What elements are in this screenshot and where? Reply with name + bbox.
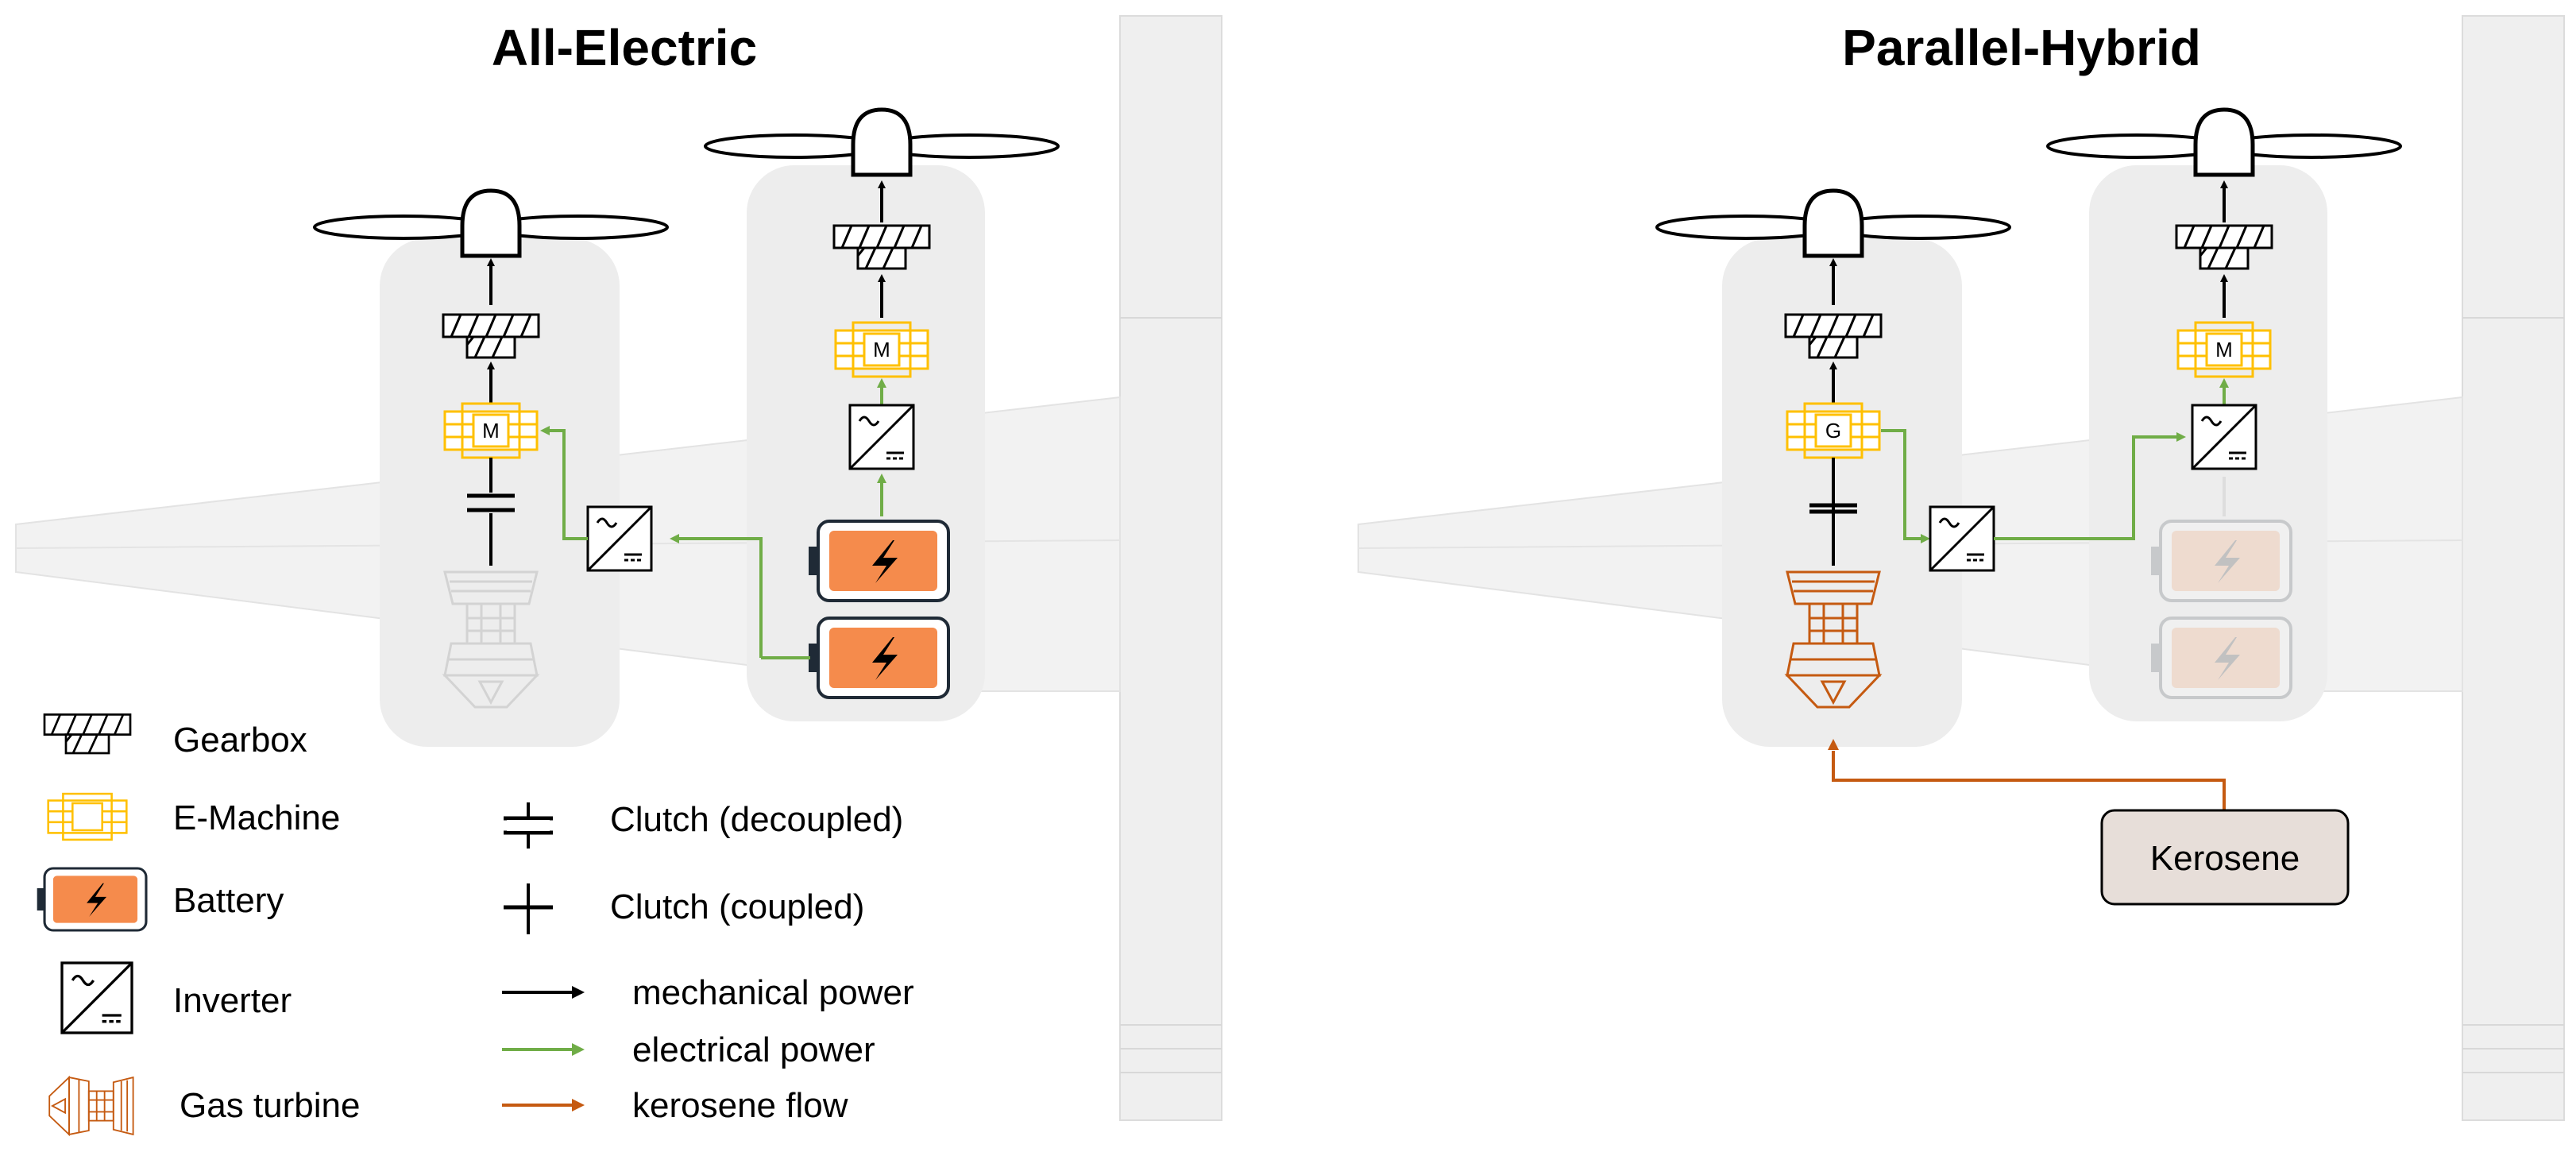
- legend-label-electrical-power: electrical power: [632, 1030, 875, 1069]
- propeller-icon: [315, 191, 667, 256]
- battery-icon: [2149, 617, 2292, 699]
- inverter-icon: [2191, 404, 2257, 470]
- kerosene-tank: [2100, 809, 2350, 906]
- legend-label-gas-turbine: Gas turbine: [180, 1086, 360, 1125]
- kerosene-flow-arrow-icon: [502, 1099, 585, 1111]
- battery-icon: [807, 520, 950, 602]
- legend-label-mechanical-power: mechanical power: [632, 973, 914, 1012]
- battery-icon: [36, 867, 148, 932]
- generator-label: G: [1825, 419, 1841, 443]
- inverter-icon: [1929, 505, 1995, 572]
- nacelle-inner: [380, 238, 620, 747]
- e-machine-icon: [47, 792, 128, 841]
- battery-icon: [807, 617, 950, 699]
- clutch-coupled-icon: [504, 883, 553, 934]
- legend-label-inverter: Inverter: [173, 981, 292, 1020]
- e-machine-label: M: [482, 419, 500, 443]
- panel-title-all-electric: All-Electric: [492, 19, 757, 76]
- nacelle-inner: [1722, 238, 1962, 747]
- clutch-decoupled-icon: [504, 802, 553, 849]
- e-machine-label: M: [873, 338, 890, 361]
- gas-turbine-icon: [48, 1077, 134, 1135]
- inverter-icon: [848, 404, 915, 470]
- parallel-hybrid-diagram: G M Kerosene: [1657, 110, 2400, 906]
- propeller-icon: [705, 110, 1058, 175]
- mechanical-power-arrow-icon: [502, 986, 585, 999]
- electrical-power-arrow-icon: [502, 1043, 585, 1056]
- legend-label-kerosene-flow: kerosene flow: [632, 1086, 848, 1125]
- legend-label-clutch-decoupled: Clutch (decoupled): [610, 800, 903, 839]
- propeller-icon: [2048, 110, 2400, 175]
- legend: Gearbox E-Machine Battery Inverter Gas t…: [36, 713, 914, 1135]
- panel-title-parallel-hybrid: Parallel-Hybrid: [1842, 19, 2201, 76]
- battery-icon: [2149, 520, 2292, 602]
- legend-label-clutch-coupled: Clutch (coupled): [610, 887, 864, 926]
- legend-label-gearbox: Gearbox: [173, 721, 307, 760]
- gearbox-icon: [43, 713, 132, 755]
- legend-label-e-machine: E-Machine: [173, 798, 340, 837]
- e-machine-label: M: [2215, 338, 2233, 361]
- legend-label-battery: Battery: [173, 881, 284, 920]
- inverter-icon: [60, 961, 133, 1034]
- all-electric-diagram: M M: [315, 110, 1058, 747]
- propeller-icon: [1657, 191, 2010, 256]
- kerosene-label: Kerosene: [2150, 839, 2300, 878]
- inverter-icon: [586, 505, 653, 572]
